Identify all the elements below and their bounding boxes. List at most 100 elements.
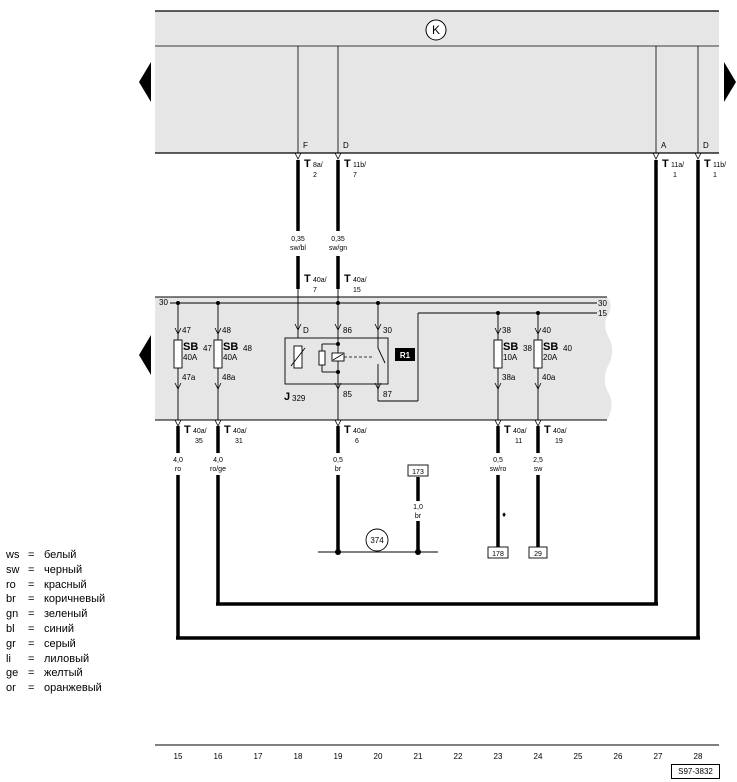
svg-text:11b/: 11b/ xyxy=(353,162,366,169)
column-number: 25 xyxy=(574,752,583,761)
connector-t11a-1: T 11a/ 1 xyxy=(662,158,684,179)
svg-text:85: 85 xyxy=(343,390,352,399)
svg-text:8a/: 8a/ xyxy=(313,162,323,169)
svg-text:K: K xyxy=(432,23,440,37)
control-unit-symbol: K xyxy=(425,19,447,41)
svg-text:0,5: 0,5 xyxy=(333,457,343,464)
ref-box-173: 173 xyxy=(407,464,429,477)
connector-t40a-31: T 40a/ 31 xyxy=(214,419,247,445)
svg-text:sw/ro: sw/ro xyxy=(490,466,507,473)
connector-t40a-15: T 40a/ 15 xyxy=(344,273,367,294)
svg-text:40A: 40A xyxy=(223,353,238,362)
column-number: 27 xyxy=(654,752,663,761)
svg-text:178: 178 xyxy=(492,551,504,558)
column-number: 26 xyxy=(614,752,623,761)
svg-text:47: 47 xyxy=(182,326,191,335)
svg-text:T: T xyxy=(544,424,551,436)
continuation-arrow-left-mid xyxy=(139,335,151,375)
legend-code: or xyxy=(6,682,16,695)
svg-text:29: 29 xyxy=(534,551,542,558)
svg-text:T: T xyxy=(304,273,311,285)
wire-label-sw-gn: 0,35 sw/gn xyxy=(329,236,347,252)
wire-label-sw-bl: 0,35 sw/bl xyxy=(290,236,306,252)
legend-code: br xyxy=(6,593,16,606)
svg-text:10A: 10A xyxy=(503,353,518,362)
svg-text:48: 48 xyxy=(222,326,231,335)
wire-label-sw-ro: 0,5 sw/ro xyxy=(490,457,507,473)
legend-row: ws=белый xyxy=(6,548,105,563)
connector-t11b-1: T 11b/ 1 xyxy=(704,158,726,179)
rail-30-label-left: 30 xyxy=(159,298,168,307)
svg-text:31: 31 xyxy=(235,438,243,445)
column-number: 21 xyxy=(414,752,423,761)
legend-color-name: коричневый xyxy=(44,593,106,606)
svg-text:40a/: 40a/ xyxy=(313,277,327,284)
column-number: 18 xyxy=(294,752,303,761)
svg-text:40a/: 40a/ xyxy=(233,428,247,435)
legend-row: sw=черный xyxy=(6,563,105,578)
wire-label-ro-ge: 4,0 ro/ge xyxy=(210,457,226,473)
column-number: 22 xyxy=(454,752,463,761)
legend-equals: = xyxy=(28,608,35,621)
wire-label-br-1: 0,5 br xyxy=(333,457,343,473)
svg-text:40a/: 40a/ xyxy=(353,277,367,284)
legend-row: li=лиловый xyxy=(6,652,105,667)
fuse-sb47: 47 SB 47 40A 47a xyxy=(173,303,212,420)
pin-letter-a: A xyxy=(661,141,667,150)
column-number: 17 xyxy=(254,752,263,761)
continuation-arrow-left-top xyxy=(139,62,151,102)
svg-text:br: br xyxy=(335,466,342,473)
pin-letter-d-1: D xyxy=(343,141,349,150)
legend-row: br=коричневый xyxy=(6,592,105,607)
svg-text:br: br xyxy=(415,513,422,520)
svg-text:40a/: 40a/ xyxy=(513,428,527,435)
legend-color-name: оранжевый xyxy=(44,682,102,695)
column-number: 20 xyxy=(374,752,383,761)
svg-text:ro: ro xyxy=(175,466,181,473)
fuse-sb38: 38 SB 38 10A 38a xyxy=(493,313,532,420)
svg-text:38: 38 xyxy=(502,326,511,335)
svg-text:4,0: 4,0 xyxy=(173,457,183,464)
svg-text:30: 30 xyxy=(383,326,392,335)
svg-text:T: T xyxy=(344,424,351,436)
svg-text:7: 7 xyxy=(353,172,357,179)
svg-text:38: 38 xyxy=(523,344,532,353)
legend-code: gr xyxy=(6,637,16,650)
legend-row: bl=синий xyxy=(6,622,105,637)
pin-letter-f: F xyxy=(303,141,308,150)
svg-text:86: 86 xyxy=(343,326,352,335)
ref-box-29: 29 xyxy=(528,546,548,559)
wire-label-br-2: 1,0 br xyxy=(413,504,423,520)
svg-text:374: 374 xyxy=(370,536,384,545)
svg-text:T: T xyxy=(704,158,711,170)
connector-t8a-2: T 8a/ 2 xyxy=(304,158,323,179)
legend-code: ro xyxy=(6,578,16,591)
connector-t11b-7: T 11b/ 7 xyxy=(344,158,366,179)
svg-text:SB: SB xyxy=(183,341,198,353)
svg-text:sw/gn: sw/gn xyxy=(329,245,347,252)
relay-j329: D 86 30 87 85 R1 J 329 xyxy=(284,289,415,420)
svg-text:11: 11 xyxy=(515,438,522,445)
svg-text:1: 1 xyxy=(713,172,717,179)
svg-text:47: 47 xyxy=(203,344,212,353)
svg-text:1,0: 1,0 xyxy=(413,504,423,511)
legend-code: bl xyxy=(6,622,15,635)
svg-text:J: J xyxy=(284,391,290,403)
pin-letter-d-2: D xyxy=(703,141,709,150)
legend-color-name: серый xyxy=(44,637,76,650)
connector-t40a-19: T 40a/ 19 xyxy=(534,419,567,445)
svg-text:T: T xyxy=(184,424,191,436)
svg-text:40a/: 40a/ xyxy=(553,428,567,435)
column-number: 16 xyxy=(214,752,223,761)
rail-30-label-right: 30 xyxy=(598,299,607,308)
svg-text:D: D xyxy=(303,326,309,335)
legend-color-name: желтый xyxy=(44,667,83,680)
svg-text:20A: 20A xyxy=(543,353,558,362)
svg-text:40a: 40a xyxy=(542,373,556,382)
svg-text:2: 2 xyxy=(313,172,317,179)
legend-color-name: зеленый xyxy=(44,608,88,621)
svg-text:T: T xyxy=(344,273,351,285)
svg-text:0,5: 0,5 xyxy=(493,457,503,464)
